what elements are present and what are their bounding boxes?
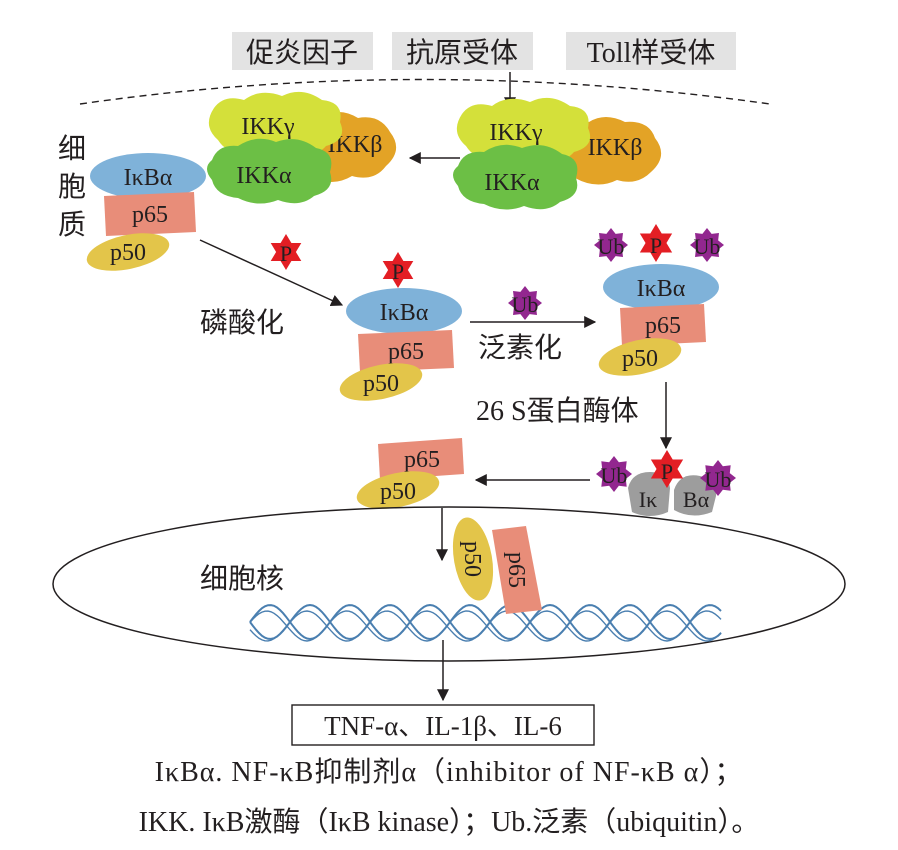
ikk-complex-left: IKKβ IKKγ IKKα [207, 91, 397, 204]
p50-free [356, 471, 440, 509]
ikk-alpha-label-right: IKKα [484, 170, 540, 196]
label-ubiquitination: 泛素化 [478, 332, 562, 364]
degraded-ikba: Iκ Bα Ub P Ub [596, 450, 736, 516]
cytoplasm-label: 细 胞 质 [58, 133, 86, 241]
ikk-alpha-right [453, 144, 578, 210]
p65-phosphorylated [358, 330, 454, 372]
label-proteasome: 26 S蛋白酶体 [476, 395, 639, 427]
dna-double-helix [249, 603, 722, 642]
ikba-ubiquitinated [603, 264, 719, 310]
cell-membrane [79, 78, 771, 105]
p65-resting-label: p65 [132, 202, 168, 228]
dna-strand-d [249, 610, 722, 642]
ikk-complex-right: IKKβ IKKγ IKKα [453, 97, 662, 210]
stimulus-antigen-receptor: 抗原受体 [392, 32, 533, 70]
ikba-resting-label: IκBα [124, 165, 173, 191]
svg-text:质: 质 [58, 209, 86, 241]
nfkb-complex-resting: IκBα p65 p50 [86, 153, 206, 271]
p65-free-label: p65 [404, 447, 440, 473]
stimulus-proinflammatory-cytokines: 促炎因子 [232, 32, 373, 70]
label-phosphorylation: 磷酸化 [200, 307, 284, 339]
dna-strand-a [249, 603, 722, 641]
stimulus-label-toll: Toll样受体 [587, 37, 716, 69]
p65-nuclear [492, 526, 542, 614]
nfkb-complex-ubiquitinated: Ub P Ub IκBα p65 p50 [594, 224, 724, 376]
ubiquitin-free: Ub [508, 286, 542, 320]
ubiquitin-right-label: Ub [694, 234, 721, 259]
nfkb-complex-phosphorylated: P IκBα p65 p50 [339, 252, 462, 401]
stimulus-toll-like-receptor: Toll样受体 [566, 32, 736, 70]
p50-resting [86, 233, 170, 271]
ikba-phosphorylated-label: IκBα [380, 300, 429, 326]
arrow-phosphorylation [199, 239, 344, 306]
ikk-gamma-left [208, 91, 343, 157]
p65-resting [104, 192, 196, 236]
ikk-beta-label-right: IKKβ [588, 135, 643, 161]
p50-nuclear [452, 517, 494, 601]
p65-free [378, 438, 464, 480]
p65-ubiquitinated-label: p65 [645, 313, 681, 339]
p50-nuclear-label: p50 [459, 541, 485, 577]
label-nucleus: 细胞核 [200, 563, 284, 595]
p65-ubiquitinated [620, 304, 706, 346]
ikk-gamma-label-right: IKKγ [489, 120, 543, 146]
ubiquitin-free-label: Ub [512, 292, 539, 317]
ikba-fragment-right-label: Bα [683, 487, 710, 512]
p50-ubiquitinated [598, 338, 682, 376]
ikk-gamma-label-left: IKKγ [241, 114, 295, 140]
nfkb-free: p65 p50 [356, 438, 464, 509]
ikba-ubiquitinated-label: IκBα [637, 276, 686, 302]
ikba-phosphorylated [346, 288, 462, 334]
nfkb-nuclear: p50 p65 [452, 517, 542, 614]
p50-resting-label: p50 [110, 240, 146, 266]
ikba-fragment-left-label: Iκ [639, 487, 657, 512]
phosphate-on-ikba-label: P [392, 259, 404, 284]
p65-nuclear-label: p65 [503, 552, 529, 588]
ubiquitin-left-label: Ub [598, 234, 625, 259]
svg-text:细: 细 [58, 133, 86, 165]
stimulus-label-antigen: 抗原受体 [406, 37, 518, 69]
dna-strand-c [249, 610, 722, 642]
caption-line-1: IκBα. NF-κB抑制剂α（inhibitor of NF-κB α）； [154, 757, 744, 788]
target-genes-label: TNF-α、IL-1β、IL-6 [324, 711, 562, 741]
ikba-resting [90, 153, 206, 199]
ikk-gamma-right [456, 97, 591, 163]
p50-ubiquitinated-label: p50 [622, 346, 658, 372]
phosphate-free: P [270, 234, 302, 270]
phosphate-degraded-label: P [661, 459, 673, 484]
svg-text:胞: 胞 [58, 171, 86, 203]
phosphate-free-label: P [280, 241, 292, 266]
ubiquitin-degraded-right-label: Ub [705, 467, 732, 492]
phosphate-ubiquitinated-label: P [650, 233, 662, 258]
p50-free-label: p50 [380, 479, 416, 505]
ubiquitin-degraded-left-label: Ub [601, 463, 628, 488]
p50-phosphorylated [339, 363, 423, 401]
stimulus-label-cytokines: 促炎因子 [246, 37, 358, 69]
target-genes-box: TNF-α、IL-1β、IL-6 [291, 704, 595, 746]
p50-phosphorylated-label: p50 [363, 371, 399, 397]
ikk-alpha-left [207, 138, 332, 204]
p65-phosphorylated-label: p65 [388, 339, 424, 365]
nucleus-membrane [52, 506, 846, 662]
ikba-fragment-right [674, 475, 717, 516]
ikba-fragment-left [628, 472, 670, 516]
ikk-alpha-label-left: IKKα [236, 163, 292, 189]
caption-line-2: IKK. IκB激酶（IκB kinase）；Ub.泛素（ubiquitin）。 [138, 807, 760, 838]
